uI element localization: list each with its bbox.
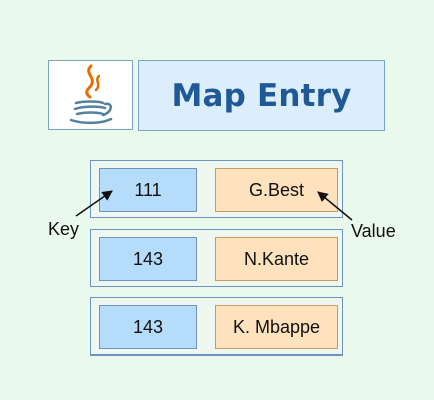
page-title: Map Entry bbox=[171, 77, 352, 114]
entry-key: 143 bbox=[99, 305, 197, 349]
value-arrow bbox=[317, 191, 353, 221]
entry-value: N.Kante bbox=[215, 237, 338, 281]
map-entry-row: 143 N.Kante bbox=[90, 229, 343, 287]
title-banner: Map Entry bbox=[138, 60, 385, 131]
java-coffee-cup-icon bbox=[69, 64, 112, 125]
entry-value: G.Best bbox=[215, 168, 338, 212]
entries-frame-bottom bbox=[90, 355, 343, 356]
map-entry-row: 143 K. Mbappe bbox=[90, 297, 343, 355]
entry-value: K. Mbappe bbox=[215, 305, 338, 349]
key-annotation: Key bbox=[48, 219, 80, 239]
entry-key: 111 bbox=[99, 168, 197, 212]
value-annotation: Value bbox=[351, 221, 396, 241]
java-logo bbox=[48, 60, 133, 130]
key-arrow bbox=[75, 190, 113, 217]
map-entry-row: 111 G.Best bbox=[90, 160, 343, 218]
entry-key: 143 bbox=[99, 237, 197, 281]
